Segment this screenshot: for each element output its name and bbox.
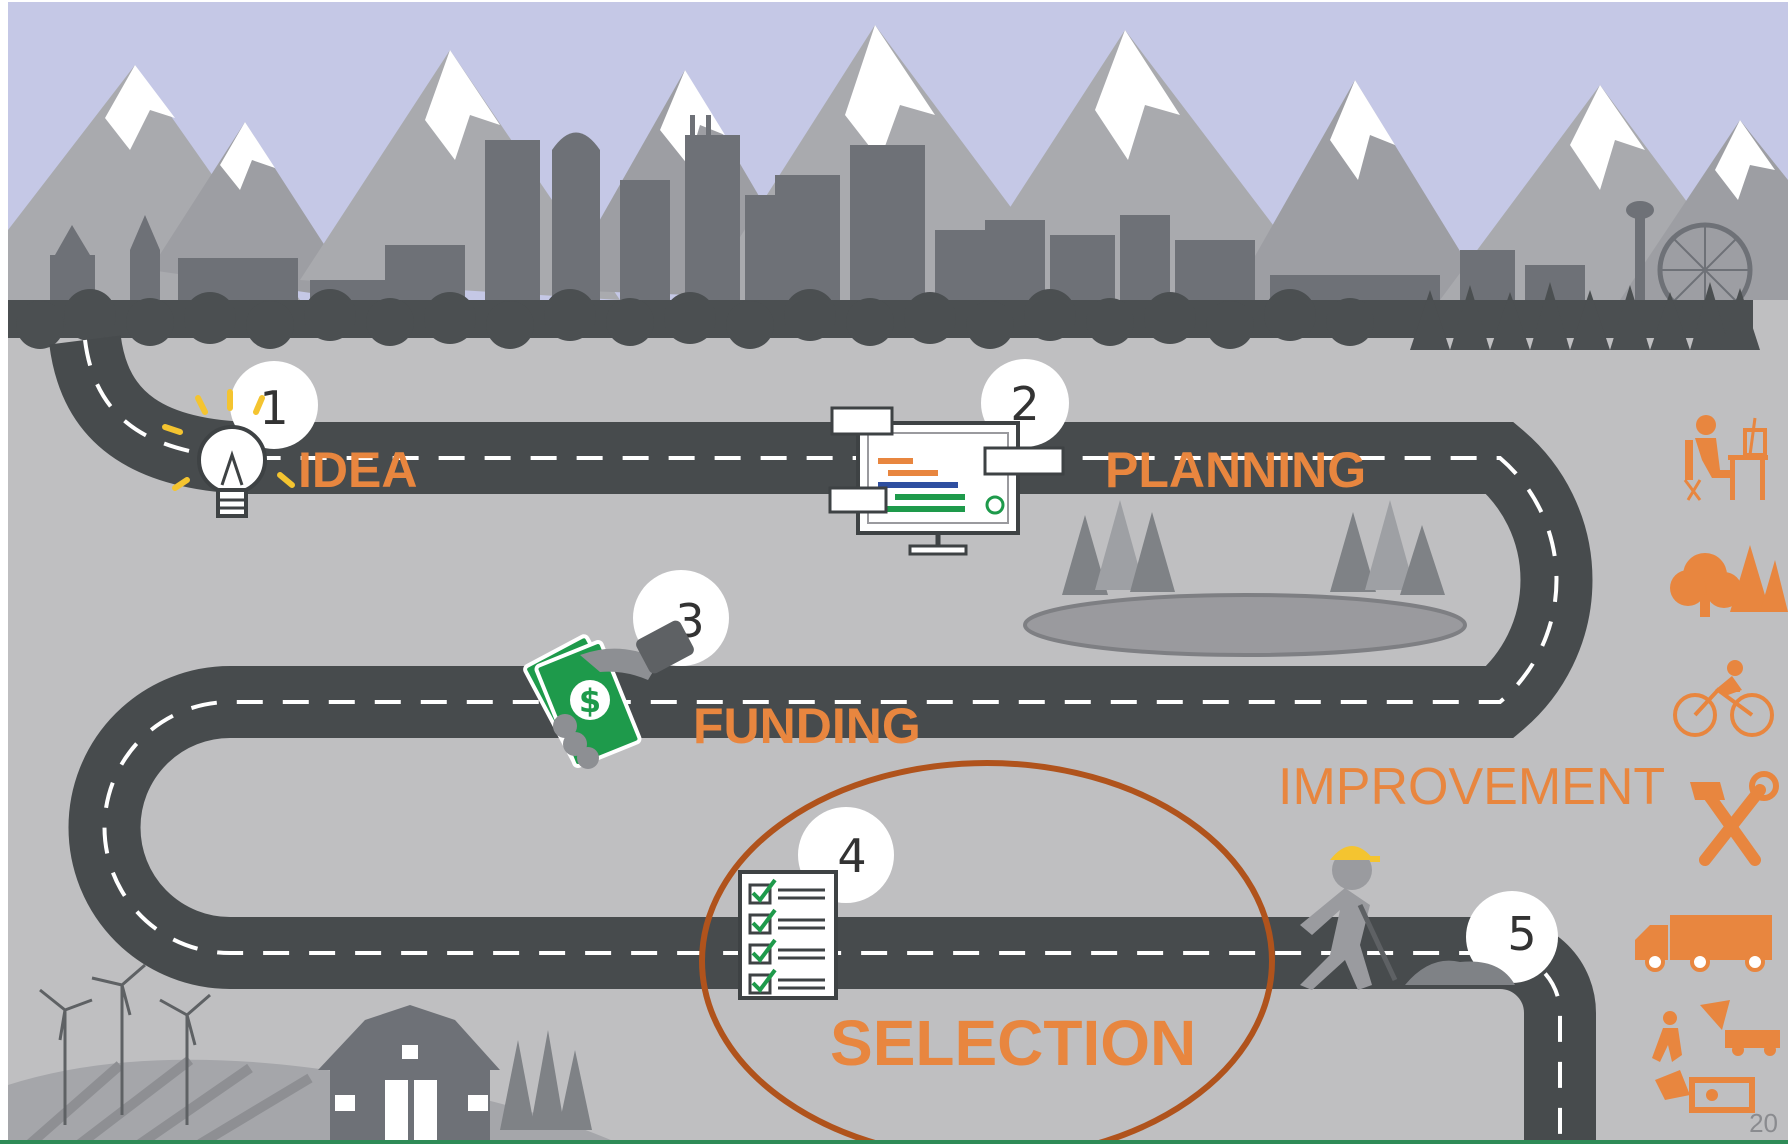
pine-trees-planning xyxy=(1062,500,1445,595)
page-number: 20 xyxy=(1749,1108,1778,1138)
truck-icon xyxy=(1635,915,1772,972)
money-hand-icon: $ xyxy=(523,620,694,769)
office-worker-icon xyxy=(1683,415,1768,501)
tree-line xyxy=(8,282,1760,350)
selection-highlight-ring xyxy=(699,760,1275,1144)
cyclist-icon xyxy=(1673,660,1774,737)
stage-1-label: IDEA xyxy=(298,442,417,498)
stage-3-label: FUNDING xyxy=(693,698,921,754)
stage-4-label: SELECTION xyxy=(830,1007,1196,1079)
stage-4-number: 4 xyxy=(837,829,866,883)
city-skyline xyxy=(50,115,1753,318)
stage-1-number: 1 xyxy=(259,381,288,435)
improvement-icons xyxy=(1635,415,1788,1113)
pond xyxy=(1023,593,1467,657)
stage-5-number: 5 xyxy=(1507,907,1536,961)
recreation-icon xyxy=(1652,1000,1780,1113)
stage-2-marker: 2 xyxy=(828,359,1069,556)
farm-scene xyxy=(8,963,620,1144)
stage-2-label: PLANNING xyxy=(1105,442,1366,498)
svg-text:$: $ xyxy=(579,682,601,720)
stage-4-marker: 4 xyxy=(738,807,894,1000)
tools-icon xyxy=(1690,771,1779,866)
road xyxy=(49,334,1596,1144)
bottom-bar xyxy=(0,1140,1788,1144)
stage-3-marker: 3 $ xyxy=(523,570,729,769)
construction-worker-icon xyxy=(1300,846,1398,990)
stage-5-marker: 5 xyxy=(1300,846,1558,990)
stage-5-label: IMPROVEMENT xyxy=(1278,758,1665,816)
lightbulb-icon xyxy=(162,389,295,518)
trees-icon xyxy=(1670,545,1788,617)
monitor-schedule-icon xyxy=(828,406,1065,556)
stage-1-marker: 1 xyxy=(162,361,318,518)
checklist-icon xyxy=(738,870,838,1000)
